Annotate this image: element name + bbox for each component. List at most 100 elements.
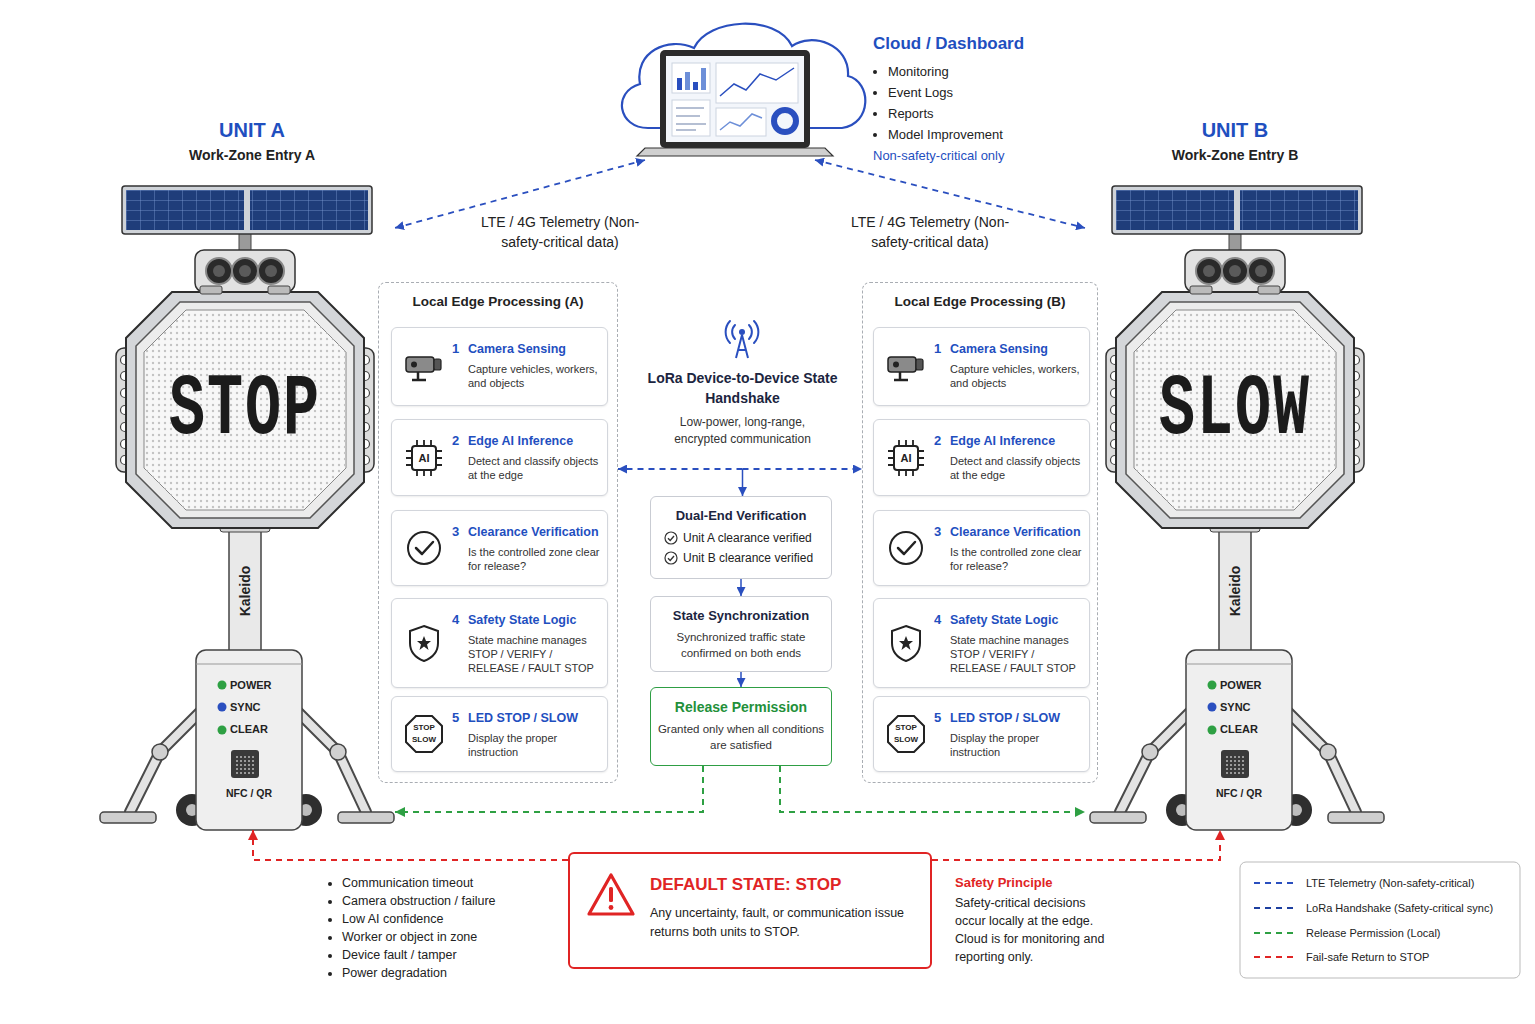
illustration-part: [672, 100, 710, 136]
icon: [402, 621, 446, 665]
icon-graphic: [884, 621, 928, 665]
callout-number: 4: [934, 612, 941, 628]
icon: [402, 526, 446, 570]
icon: [402, 345, 446, 389]
step-description: Capture vehicles, workers, and objects: [950, 362, 1083, 390]
process-step: 3 Clearance Verification Is the controlled…: [391, 510, 608, 586]
illustration-part: [258, 258, 284, 284]
icon: [664, 551, 678, 565]
icon-shape: [406, 716, 442, 752]
step-title: Safety State Logic: [950, 612, 1083, 628]
edge-label: LTE / 4G Telemetry (Non-safety-critical …: [475, 212, 645, 252]
step-description: Display the proper instruction: [468, 731, 601, 759]
illustration-part: [250, 190, 368, 230]
bullet-item: Monitoring: [888, 61, 1053, 82]
failsafe-link: [253, 830, 568, 860]
sign-icon-label: SLOW: [884, 735, 928, 745]
box-heading: State Synchronization: [657, 607, 825, 624]
sign-icon-label: SLOW: [402, 735, 446, 745]
bullet-item: Reports: [888, 103, 1053, 124]
icon: STOPSLOW: [884, 712, 928, 756]
principle-heading: Safety Principle: [955, 874, 1125, 892]
unit-heading: UNIT A: [95, 118, 409, 142]
text-group: UNIT AWork-Zone Entry A: [95, 118, 409, 166]
illustration-part: [716, 108, 766, 136]
icon-graphic: [402, 712, 446, 756]
handshake-link: [618, 468, 743, 470]
illustration-part: [701, 68, 706, 90]
icon: [884, 621, 928, 665]
indicator-label: POWER: [1220, 674, 1292, 696]
failsafe-link: [932, 830, 1220, 860]
callout-number: 2: [452, 433, 459, 449]
illustration-part: [232, 258, 258, 284]
indicator-label: CLEAR: [1220, 718, 1292, 740]
sign-icon-label: STOP: [402, 723, 446, 733]
cloud-laptop-illustration: [622, 24, 865, 156]
illustration-part: [144, 310, 346, 510]
step-description: Is the controlled zone clear for release…: [468, 545, 601, 573]
illustration-part: [338, 812, 394, 823]
icon-graphic: [884, 345, 928, 389]
text-group: Cloud / DashboardMonitoringEvent LogsRep…: [873, 33, 1053, 166]
box-description: Synchronized traffic state confirmed on …: [657, 629, 825, 661]
traffic-unit-illustration: [100, 186, 394, 830]
process-step: 4Safety State LogicState machine manages…: [391, 598, 608, 688]
traffic-unit-illustration: [1090, 186, 1384, 830]
illustration-part: [196, 650, 302, 830]
icon-shape: [888, 716, 924, 752]
step-title: Safety State Logic: [468, 612, 601, 628]
process-step: 1Camera SensingCapture vehicles, workers…: [391, 327, 608, 406]
process-step: STOPSLOW5LED STOP / SLOWDisplay the prop…: [391, 696, 608, 772]
fault-condition: Camera obstruction / failure: [342, 892, 572, 910]
icon-graphic: [586, 872, 636, 918]
legend-text: LoRa Handshake (Safety-critical sync): [1306, 901, 1493, 915]
illustration-part: [720, 68, 794, 96]
illustration-part: [677, 78, 682, 90]
icon-graphic: [402, 526, 446, 570]
fault-condition: Worker or object in zone: [342, 928, 572, 946]
icon-graphic: [402, 621, 446, 665]
step-description: Detect and classify objects at the edge: [950, 454, 1083, 482]
alert-description: Any uncertainty, fault, or communication…: [650, 904, 916, 942]
callout-number: 5: [934, 710, 941, 726]
unit-housing: UNIT BWork-Zone Entry BSLOWPOWERSYNCCLEA…: [1085, 115, 1385, 830]
illustration-part: [672, 63, 710, 93]
icon-shape: [410, 626, 438, 661]
step-title: Clearance Verification: [468, 524, 601, 540]
box-description: Granted only when all conditions are sat…: [657, 721, 825, 753]
illustration-part: [330, 744, 346, 760]
icon-graphic: [884, 712, 928, 756]
callout-number: 1: [934, 341, 941, 357]
box-heading: Release Permission: [657, 698, 825, 716]
edge-panel: Local Edge Processing (B)1Camera Sensing…: [862, 282, 1098, 783]
box-heading: Dual-End Verification: [657, 507, 825, 524]
illustration-part: [1254, 907, 1294, 909]
step-title: Clearance Verification: [950, 524, 1083, 540]
indicator-label: SYNC: [1220, 696, 1292, 718]
verification-box: Dual-End VerificationUnit A clearance ve…: [650, 496, 832, 579]
note-text: Non-safety-critical only: [873, 145, 1053, 166]
flow-arrow: [742, 469, 744, 496]
illustration-part: [100, 812, 156, 823]
callout-number: 3: [452, 524, 459, 540]
illustration-part: [239, 265, 251, 277]
icon-graphic: [664, 551, 678, 565]
icon-graphic: [664, 531, 678, 545]
callout-number: 3: [934, 524, 941, 540]
sync-box: State SynchronizationSynchronized traffi…: [650, 596, 832, 672]
edge-panel: Local Edge Processing (A)1Camera Sensing…: [378, 282, 618, 783]
illustration-part: [218, 703, 227, 712]
nfc-label: NFC / QR: [196, 786, 302, 800]
brand-label: Kaleido: [1226, 551, 1244, 631]
icon: [884, 526, 928, 570]
legend-box: [1240, 862, 1520, 978]
icon-shape: [726, 321, 759, 358]
illustration-part: [1254, 956, 1294, 958]
led-sign: SLOW: [1130, 306, 1340, 514]
icon-shape: [408, 532, 440, 564]
unit-housing: UNIT AWork-Zone Entry ASTOPPOWERSYNCCLEA…: [95, 115, 395, 830]
step-description: Display the proper instruction: [950, 731, 1083, 759]
icon: [664, 531, 678, 545]
